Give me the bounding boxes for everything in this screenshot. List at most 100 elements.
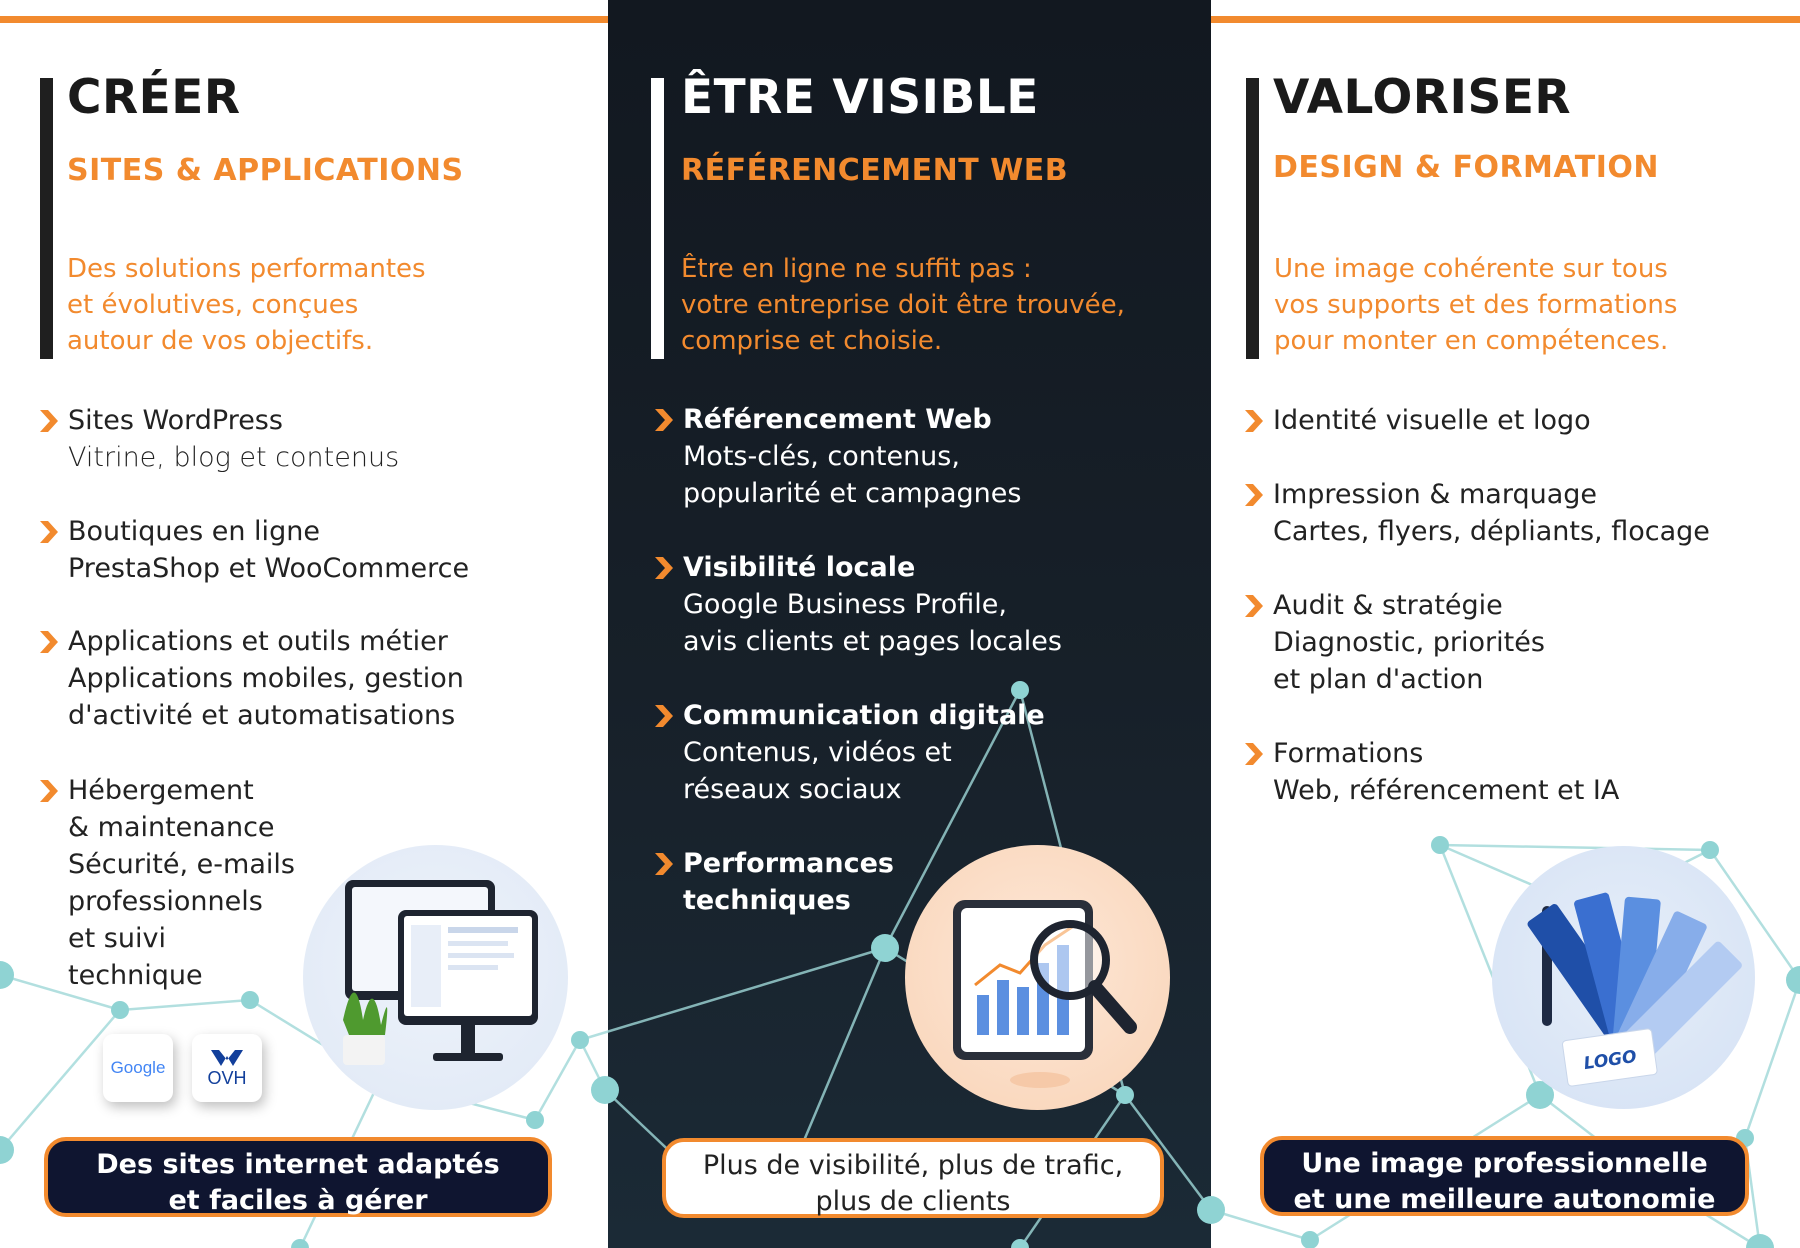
intro-line: comprise et choisie.: [681, 326, 943, 356]
section-subtitle: RÉFÉRENCEMENT WEB: [681, 153, 1069, 188]
service-item: Hébergement & maintenance Sécurité, e-ma…: [40, 772, 295, 994]
intro-line: votre entreprise doit être trouvée,: [681, 290, 1125, 320]
network-node: [571, 1031, 589, 1049]
service-item: Visibilité locale Google Business Profil…: [655, 549, 1062, 660]
chevron-right-icon: [655, 557, 673, 579]
chevron-right-icon: [1245, 410, 1263, 432]
service-item-title: Hébergement: [68, 775, 254, 806]
service-item: Référencement Web Mots-clés, contenus,po…: [655, 401, 1022, 512]
network-line: [579, 946, 886, 1042]
section-accent-bar: [651, 78, 664, 359]
network-node: [1746, 1234, 1774, 1248]
chevron-right-icon: [655, 853, 673, 875]
footer-callout: Plus de visibilité, plus de trafic, plus…: [662, 1138, 1164, 1218]
service-item-desc: Cartes, flyers, dépliants, flocage: [1273, 516, 1710, 547]
network-node: [241, 991, 259, 1009]
service-item-title: Formations: [1273, 738, 1424, 769]
section-title: ÊTRE VISIBLE: [681, 70, 1039, 125]
service-item-title: Sites WordPress: [68, 405, 283, 436]
service-item-desc: Web, référencement et IA: [1273, 775, 1620, 806]
section-subtitle: SITES & APPLICATIONS: [67, 153, 464, 188]
network-line: [1743, 979, 1800, 1139]
service-item-title: Impression & marquage: [1273, 479, 1598, 510]
service-item: Communication digitale Contenus, vidéos …: [655, 697, 1045, 808]
service-item: Performances techniques: [655, 845, 894, 919]
chevron-right-icon: [40, 780, 58, 802]
service-item-title: Visibilité locale: [683, 552, 916, 583]
network-node: [1116, 1086, 1134, 1104]
ovh-logo-icon: [211, 1049, 243, 1066]
service-item: Sites WordPress Vitrine, blog et contenu…: [40, 402, 400, 476]
computer-illustration: [303, 845, 568, 1110]
network-node: [1431, 836, 1449, 854]
network-line: [1439, 843, 1711, 852]
section-accent-bar: [1246, 78, 1259, 359]
footer-callout: Des sites internet adaptés et faciles à …: [44, 1137, 552, 1217]
network-node: [291, 1239, 309, 1248]
chevron-right-icon: [40, 631, 58, 653]
network-node: [111, 1001, 129, 1019]
network-node: [0, 1136, 14, 1164]
network-node: [1301, 1231, 1319, 1248]
service-item-title: Identité visuelle et logo: [1273, 405, 1591, 436]
google-badge: Google: [103, 1034, 173, 1102]
network-node: [1197, 1196, 1225, 1224]
chevron-right-icon: [655, 409, 673, 431]
service-item-desc: Mots-clés, contenus,popularité et campag…: [683, 441, 1022, 509]
intro-line: Être en ligne ne suffit pas :: [681, 254, 1032, 284]
network-line: [1210, 1208, 1311, 1242]
network-node: [0, 961, 14, 989]
intro-line: Une image cohérente sur tous: [1274, 254, 1668, 284]
network-node: [871, 934, 899, 962]
ovh-badge: OVH: [192, 1034, 262, 1102]
intro-line: Des solutions performantes: [67, 254, 426, 284]
column-creer: CRÉER SITES & APPLICATIONS Des solutions…: [0, 0, 608, 1248]
service-item: Formations Web, référencement et IA: [1245, 735, 1620, 809]
service-item-desc: Google Business Profile,avis clients et …: [683, 589, 1062, 657]
section-title: CRÉER: [67, 70, 241, 125]
section-intro: Être en ligne ne suffit pas : votre entr…: [681, 251, 1125, 359]
chevron-right-icon: [1245, 743, 1263, 765]
chevron-right-icon: [40, 410, 58, 432]
intro-line: autour de vos objectifs.: [67, 326, 374, 356]
network-node: [1526, 1081, 1554, 1109]
service-item-title: Applications et outils métier: [68, 626, 448, 657]
service-item-title: Audit & stratégie: [1273, 590, 1503, 621]
network-line: [883, 689, 1022, 949]
network-node: [1701, 841, 1719, 859]
network-line: [119, 998, 251, 1012]
intro-line: pour monter en compétences.: [1274, 326, 1669, 356]
network-node: [1011, 681, 1029, 699]
section-accent-bar: [40, 78, 53, 359]
chevron-right-icon: [1245, 595, 1263, 617]
network-line: [1708, 849, 1800, 981]
intro-line: vos supports et des formations: [1274, 290, 1678, 320]
service-item: Applications et outils métier Applicatio…: [40, 623, 464, 734]
network-node: [1786, 966, 1800, 994]
service-item-desc: PrestaShop et WooCommerce: [68, 553, 470, 584]
service-item-title: Boutiques en ligne: [68, 516, 320, 547]
network-line: [0, 1009, 121, 1151]
design-illustration: LOGO: [1492, 846, 1755, 1109]
service-item: Impression & marquage Cartes, flyers, dé…: [1245, 476, 1710, 550]
service-item-desc: Vitrine, blog et contenus: [68, 442, 400, 473]
service-item: Boutiques en ligne PrestaShop et WooComm…: [40, 513, 470, 587]
network-line: [798, 947, 887, 1151]
column-valoriser: VALORISER DESIGN & FORMATION Une image c…: [1211, 0, 1800, 1248]
section-intro: Une image cohérente sur tous vos support…: [1274, 251, 1677, 359]
service-item-title: & maintenance: [68, 812, 275, 843]
column-etre-visible: ÊTRE VISIBLE RÉFÉRENCEMENT WEB Être en l…: [608, 0, 1211, 1248]
service-item-title: Performances: [683, 848, 894, 879]
section-subtitle: DESIGN & FORMATION: [1273, 150, 1660, 185]
chevron-right-icon: [1245, 484, 1263, 506]
analytics-illustration: [905, 845, 1170, 1110]
chevron-right-icon: [655, 705, 673, 727]
service-item-title: Référencement Web: [683, 404, 992, 435]
section-title: VALORISER: [1273, 70, 1572, 125]
network-node: [526, 1111, 544, 1129]
network-line: [1123, 1094, 1213, 1211]
